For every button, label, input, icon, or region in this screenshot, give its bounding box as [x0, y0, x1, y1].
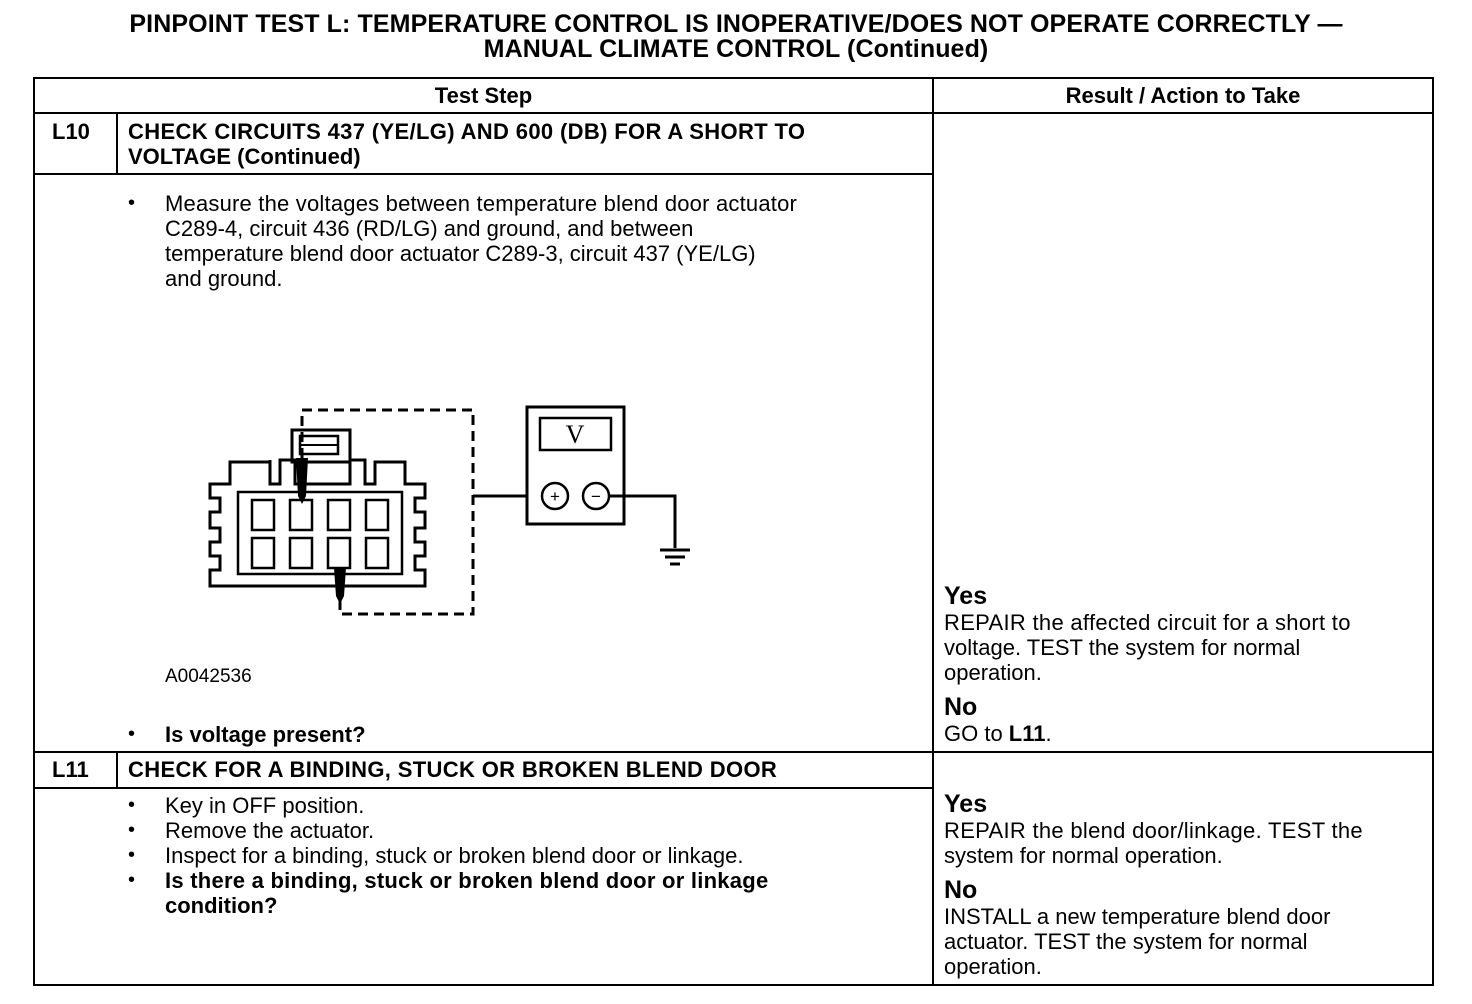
probe-icons — [296, 458, 346, 604]
title-line-2: MANUAL CLIMATE CONTROL (Continued) — [483, 35, 989, 63]
bullet-icon: • — [128, 192, 136, 214]
bullet-icon: • — [128, 723, 136, 745]
plus-terminal: + — [550, 487, 560, 506]
l10-yes-line-3: operation. — [944, 660, 1042, 685]
l10-id-divider — [116, 112, 118, 174]
l11-step-1: Key in OFF position. — [165, 793, 365, 818]
l10-l11-divider — [33, 751, 1434, 753]
connector-voltmeter-diagram — [208, 408, 475, 616]
l11-yes-line-1: REPAIR the blend door/linkage. TEST the — [944, 818, 1363, 843]
bullet-icon: • — [128, 844, 136, 866]
header-divider — [33, 112, 1434, 114]
bullet-icon: • — [128, 869, 136, 891]
voltmeter: V + − — [473, 405, 690, 566]
l11-step-2: Remove the actuator. — [165, 818, 375, 843]
l10-no-target-link[interactable]: L11 — [1008, 721, 1046, 746]
l10-step-id: L10 — [52, 119, 90, 144]
header-result: Result / Action to Take — [1065, 83, 1301, 108]
l10-yes-line-2: voltage. TEST the system for normal — [944, 635, 1301, 660]
l11-heading-divider — [33, 787, 933, 789]
terminal-cavities — [250, 498, 390, 570]
bullet-icon: • — [128, 794, 136, 816]
l10-no-end: . — [1045, 721, 1052, 746]
l10-yes-verb: RE — [944, 610, 976, 635]
l10-step-line-4: and ground. — [165, 266, 283, 291]
header-test-step: Test Step — [434, 83, 533, 108]
l10-no-line: GO to L11. — [944, 721, 1052, 746]
bullet-icon: • — [128, 819, 136, 841]
l10-heading-divider — [33, 173, 933, 175]
l10-question: Is voltage present? — [165, 722, 366, 747]
l11-question-line-1: Is there a binding, stuck or broken blen… — [165, 868, 769, 893]
l10-no-text: GO to — [944, 721, 1009, 746]
l10-yes-line-1: REPAIR the affected circuit for a short … — [944, 610, 1351, 635]
l10-step-line-1: Measure the voltages between temperature… — [165, 191, 798, 216]
minus-terminal: − — [591, 487, 601, 506]
l10-yes-label: Yes — [944, 582, 988, 610]
l11-no-line-3: operation. — [944, 954, 1042, 979]
l11-question-line-2: condition? — [165, 893, 278, 918]
l11-step-id: L11 — [52, 757, 89, 782]
meter-symbol: V — [566, 420, 585, 449]
l10-yes-line-1-rest: PAIR the affected circuit for a short to — [975, 610, 1351, 635]
l11-heading: CHECK FOR A BINDING, STUCK OR BROKEN BLE… — [128, 757, 778, 782]
l11-no-label: No — [944, 876, 978, 904]
l10-step-line-2: C289-4, circuit 436 (RD/LG) and ground, … — [165, 216, 694, 241]
l11-no-line-1: INSTALL a new temperature blend door — [944, 904, 1331, 929]
title-line-1: PINPOINT TEST L: TEMPERATURE CONTROL IS … — [129, 10, 1343, 38]
l11-no-line-2: actuator. TEST the system for normal — [944, 929, 1308, 954]
l11-yes-line-2: system for normal operation. — [944, 843, 1223, 868]
pinpoint-test-table — [33, 77, 1434, 986]
l10-no-label: No — [944, 693, 978, 721]
l11-yes-label: Yes — [944, 790, 988, 818]
column-divider — [932, 77, 934, 986]
l10-heading-line-2: VOLTAGE (Continued) — [128, 144, 361, 169]
l11-id-divider — [116, 751, 118, 788]
l10-heading-line-1: CHECK CIRCUITS 437 (YE/LG) AND 600 (DB) … — [128, 119, 806, 144]
l10-step-line-3: temperature blend door actuator C289-3, … — [165, 241, 756, 266]
figure-id: A0042536 — [165, 666, 252, 687]
page-title: PINPOINT TEST L: TEMPERATURE CONTROL IS … — [0, 12, 1472, 62]
l11-step-3: Inspect for a binding, stuck or broken b… — [165, 843, 744, 868]
